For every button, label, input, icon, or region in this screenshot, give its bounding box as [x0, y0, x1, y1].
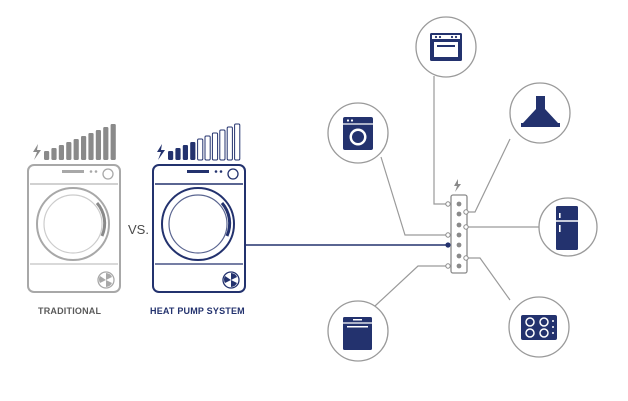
- energy-bar: [95, 130, 101, 160]
- energy-bar: [51, 148, 57, 160]
- dishwasher-appliance: [327, 300, 389, 362]
- energy-bar: [44, 151, 50, 160]
- oven-appliance: [415, 16, 477, 78]
- heat-pump-label: HEAT PUMP SYSTEM: [150, 306, 245, 316]
- lightning-icon: [157, 144, 165, 160]
- energy-bar: [175, 148, 181, 160]
- versus-label: VS.: [128, 222, 149, 237]
- washing-machine-icon: [343, 117, 373, 150]
- fridge-icon: [556, 206, 578, 250]
- traditional-energy-meter: [33, 124, 116, 160]
- energy-bar: [103, 127, 109, 160]
- vent-icon: [97, 271, 115, 289]
- heat-pump-energy-meter: [157, 123, 241, 161]
- energy-bar: [197, 138, 204, 161]
- energy-bar: [66, 142, 72, 160]
- energy-bar: [88, 133, 94, 160]
- cooktop-appliance: [508, 296, 570, 358]
- fridge-appliance: [538, 197, 598, 257]
- energy-bar: [190, 142, 196, 160]
- energy-bar: [58, 145, 64, 160]
- dishwasher-icon: [343, 317, 372, 350]
- energy-bar: [204, 135, 211, 161]
- energy-bar: [219, 129, 226, 161]
- energy-bar: [168, 151, 174, 160]
- energy-bar: [226, 126, 233, 161]
- lightning-icon: [33, 144, 41, 160]
- range-hood-appliance: [509, 82, 571, 144]
- energy-bar: [234, 123, 241, 161]
- vent-icon: [222, 271, 240, 289]
- traditional-label: TRADITIONAL: [38, 306, 102, 316]
- connection-lines: [374, 76, 540, 307]
- energy-bar: [182, 145, 188, 160]
- traditional-dryer: [27, 164, 121, 293]
- heat-pump-dryer: [152, 164, 246, 293]
- washing-machine-appliance: [327, 102, 389, 164]
- power-strip: [445, 179, 469, 274]
- oven-icon: [430, 33, 462, 61]
- range-hood-icon: [521, 96, 560, 127]
- energy-bar: [211, 132, 219, 161]
- lightning-icon: [454, 179, 461, 192]
- energy-bar: [73, 139, 79, 160]
- energy-bar: [81, 136, 87, 160]
- cooktop-icon: [521, 315, 557, 340]
- energy-bar: [110, 124, 116, 160]
